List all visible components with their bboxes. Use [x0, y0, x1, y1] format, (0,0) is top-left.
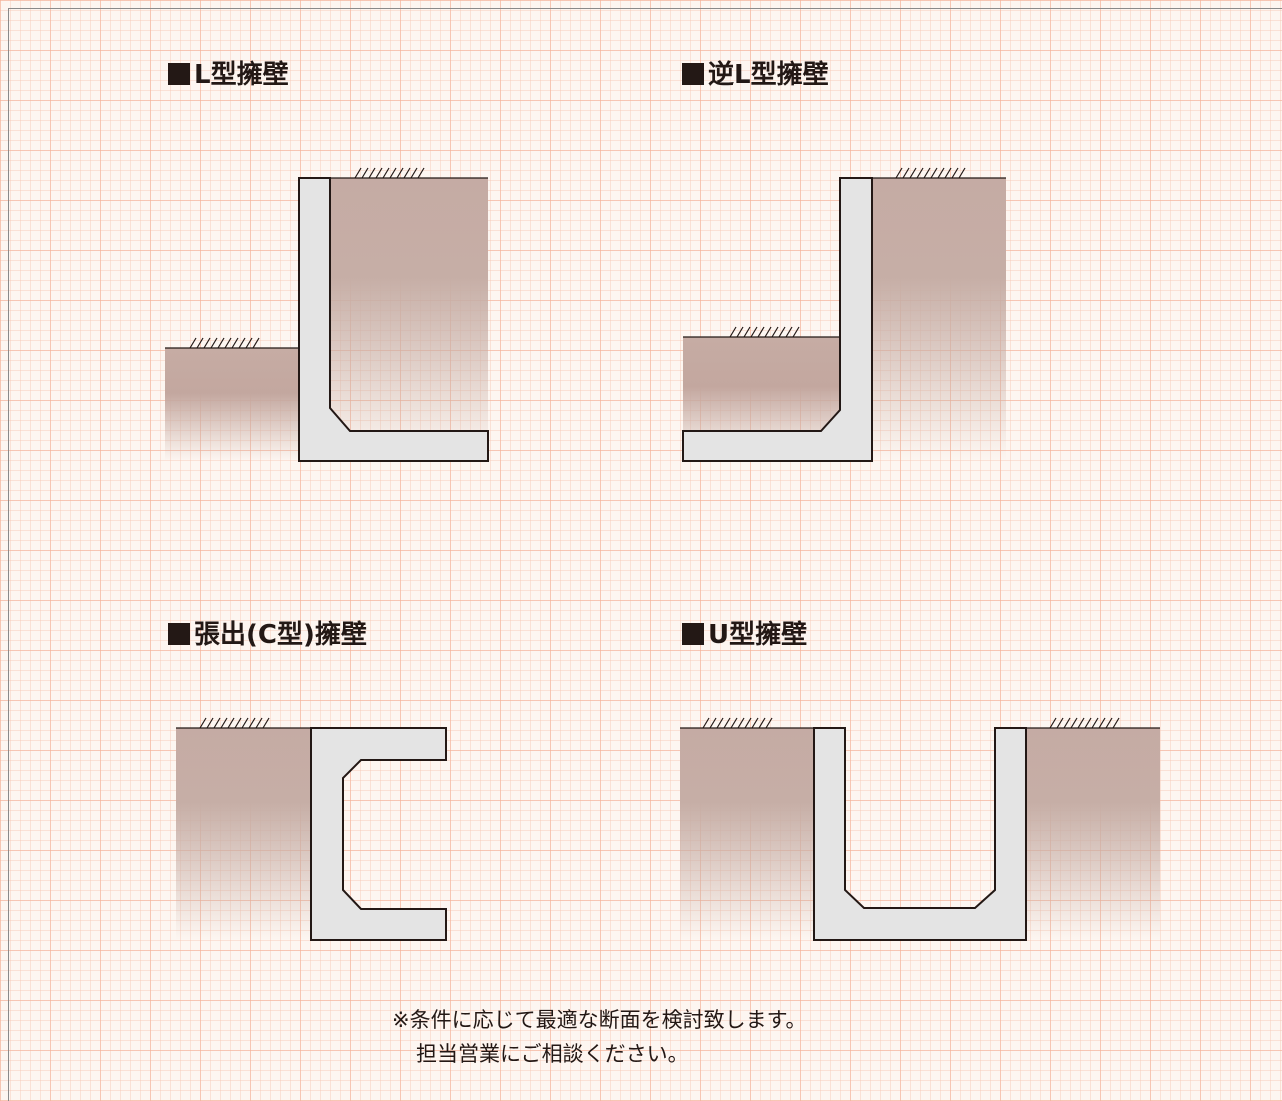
square-bullet-icon — [682, 63, 704, 85]
section-title-text: 逆L型擁壁 — [708, 60, 829, 90]
concrete-wall — [310, 727, 447, 941]
ground-hatch — [895, 167, 966, 179]
concrete-wall — [298, 177, 489, 462]
ground-hatch — [189, 337, 260, 349]
ground-hatch — [702, 717, 773, 729]
section-title-text: 張出(C型)擁壁 — [194, 620, 367, 650]
section-title-u-type: U型擁壁 — [682, 620, 807, 650]
reverse-l-type-wall-diagram — [682, 167, 1006, 462]
concrete-wall — [682, 177, 873, 462]
square-bullet-icon — [168, 63, 190, 85]
soil-retained — [330, 178, 488, 461]
soil-left — [680, 728, 814, 940]
diagram-frame — [8, 8, 1282, 1101]
u-type-wall-diagram — [680, 717, 1160, 941]
soil-retained — [176, 728, 311, 940]
section-title-text: U型擁壁 — [708, 620, 808, 650]
section-title-text: L型擁壁 — [194, 60, 289, 90]
ground-hatch — [1049, 717, 1120, 729]
soil-retained — [872, 178, 1006, 461]
square-bullet-icon — [682, 623, 704, 645]
section-title-l-type: L型擁壁 — [168, 60, 289, 90]
concrete-wall — [813, 727, 1027, 941]
soil-right — [1026, 728, 1160, 940]
soil-front — [165, 348, 299, 461]
ground-hatch — [354, 167, 425, 179]
footnote-line-2: 担当営業にご相談ください。 — [416, 1042, 689, 1066]
ground-hatch — [199, 717, 270, 729]
section-title-reverse-l-type: 逆L型擁壁 — [682, 60, 829, 90]
ground-hatch — [729, 326, 800, 338]
footnote: ※条件に応じて最適な断面を検討致します。 担当営業にご相談ください。 — [392, 1003, 807, 1071]
l-type-wall-diagram — [165, 167, 489, 462]
footnote-line-1: ※条件に応じて最適な断面を検討致します。 — [392, 1008, 807, 1032]
c-type-wall-diagram — [176, 717, 447, 941]
square-bullet-icon — [168, 623, 190, 645]
section-title-c-type: 張出(C型)擁壁 — [168, 620, 367, 650]
